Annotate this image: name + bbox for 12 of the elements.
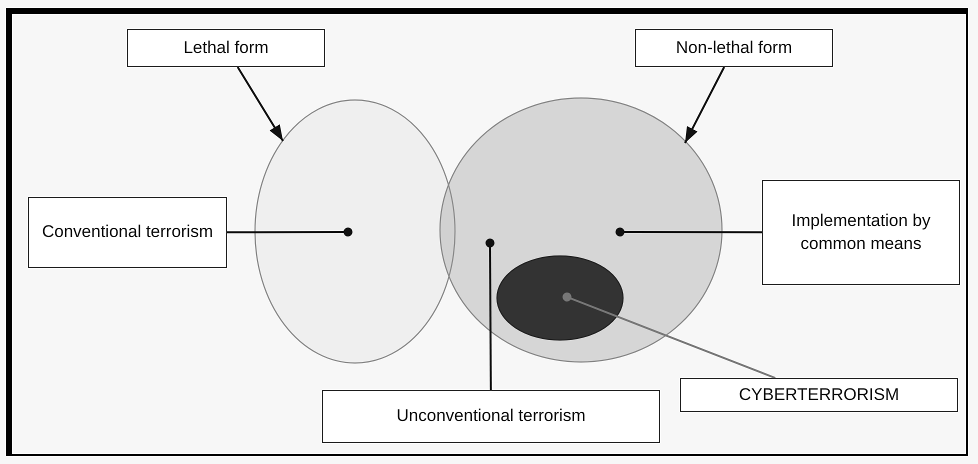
arrow <box>684 66 726 144</box>
text-box: Implementation by common means <box>762 180 960 285</box>
text-box: Non-lethal form <box>635 29 833 67</box>
leader-line <box>616 228 762 236</box>
text-box: Unconventional terrorism <box>322 390 660 443</box>
leader-line <box>227 228 352 236</box>
text-box: CYBERTERRORISM <box>680 378 958 412</box>
leader-line <box>486 238 494 390</box>
text-box: Conventional terrorism <box>28 197 227 268</box>
leader-line <box>562 292 776 379</box>
arrow <box>236 66 284 142</box>
text-box: Lethal form <box>127 29 325 67</box>
